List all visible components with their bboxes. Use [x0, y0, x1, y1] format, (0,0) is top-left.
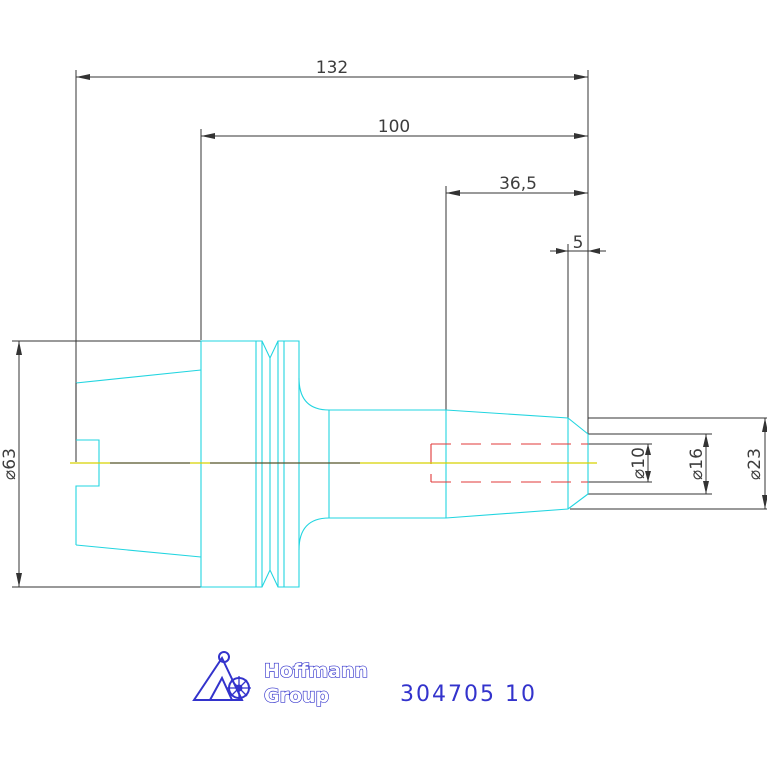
tool-holder-outline — [75, 340, 589, 588]
logo-figure-icon — [192, 651, 251, 701]
dimension-diameter-23-label: ⌀23 — [745, 448, 765, 480]
dimension-diameter-16: ⌀16 — [588, 433, 712, 495]
dimension-5: 5 — [550, 233, 606, 418]
logo-line-group: Group — [264, 685, 329, 707]
dimension-diameter-63: ⌀63 — [0, 340, 201, 588]
logo-line-hoffmann: Hoffmann — [264, 660, 368, 682]
dimension-36-5-label: 36,5 — [499, 174, 537, 194]
dimension-diameter-10-label: ⌀10 — [629, 447, 649, 479]
dimension-5-label: 5 — [573, 233, 584, 253]
dimension-132: 132 — [75, 58, 589, 462]
dimension-diameter-16-label: ⌀16 — [687, 448, 707, 480]
dimension-132-label: 132 — [316, 58, 348, 78]
dimension-diameter-23: ⌀23 — [570, 417, 767, 510]
dimension-100-label: 100 — [378, 117, 410, 137]
hoffmann-group-logo: Hoffmann Group — [192, 651, 369, 708]
dimension-100: 100 — [200, 117, 588, 340]
dimension-diameter-10: ⌀10 — [588, 443, 652, 483]
dimension-diameter-63-label: ⌀63 — [0, 448, 20, 480]
part-number: 304705 10 — [400, 682, 537, 707]
dimension-36-5: 36,5 — [445, 174, 588, 410]
